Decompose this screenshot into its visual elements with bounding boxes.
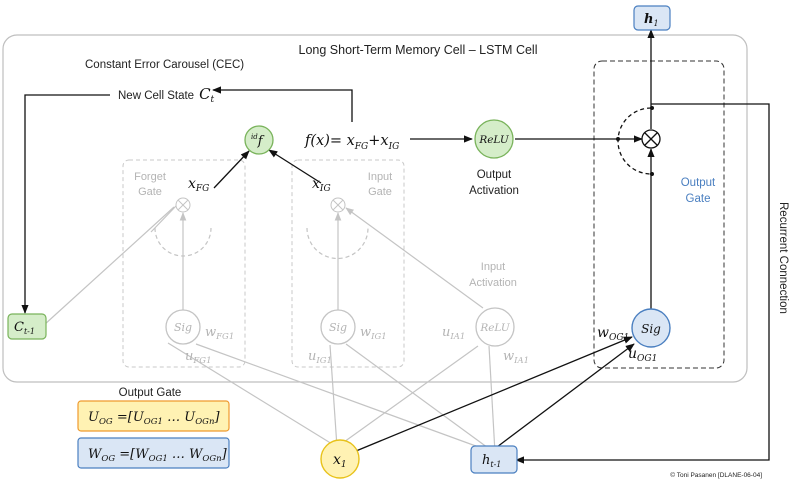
- output-gate-label-2: Gate: [686, 193, 711, 205]
- h-prev-text: ht-1: [482, 453, 501, 469]
- output-relu-node: [474, 119, 514, 159]
- u-og-formula: UOG =[UOG1 … UOGn]: [88, 410, 220, 427]
- output-activation-label-1: Output: [477, 169, 512, 181]
- diagram-title: Long Short-Term Memory Cell – LSTM Cell: [299, 43, 538, 57]
- prev-cell-state-box: [7, 313, 47, 340]
- u-og-legend-box: [77, 400, 230, 432]
- input-multiply-icon: [330, 197, 346, 213]
- cec-label: Constant Error Carousel (CEC): [85, 59, 244, 71]
- w-ia1-label: wIA1: [503, 349, 529, 366]
- input-gate-box: [291, 159, 405, 368]
- w-fg1-label: wFG1: [205, 325, 234, 342]
- input-gate-label-1: Input: [368, 171, 392, 183]
- x1-text: x1: [333, 452, 347, 470]
- w-og1-label: wOG1: [597, 325, 629, 343]
- output-gate-label-1: Output: [681, 177, 716, 189]
- prev-cell-state-text: Ct-1: [14, 320, 35, 336]
- legend-title: Output Gate: [119, 387, 182, 399]
- w-og-formula: WOG =[WOG1 … WOGn]: [88, 447, 228, 464]
- forget-gate-label-2: Gate: [138, 186, 162, 198]
- identity-f-text: idf: [251, 133, 265, 149]
- h-prev-box: [470, 445, 518, 474]
- input-sig-text: Sig: [329, 321, 347, 334]
- recurrent-connection-label: Recurrent Connection: [777, 202, 789, 314]
- output-gate-box: [593, 60, 725, 369]
- input-activation-label-2: Activation: [469, 277, 517, 289]
- input-gate-label-2: Gate: [368, 186, 392, 198]
- h1-box: [633, 5, 671, 31]
- output-sig-text: Sig: [641, 322, 661, 336]
- forget-sig-text: Sig: [174, 321, 192, 334]
- copyright: © Toni Pasanen [DLANE-06-04]: [670, 471, 762, 479]
- u-ig1-label: uIG1: [308, 349, 332, 366]
- input-sig-node: [320, 309, 356, 345]
- w-og-legend-box: [77, 437, 230, 469]
- input-relu-node: [475, 307, 515, 347]
- x-fg-label: xFG: [188, 176, 209, 194]
- output-multiply-icon: [641, 129, 661, 149]
- x1-node: [320, 439, 360, 479]
- u-og1-label: uOG1: [628, 346, 657, 364]
- forget-gate-label-1: Forget: [134, 171, 166, 183]
- h1-text: h1: [644, 12, 659, 28]
- output-activation-label-2: Activation: [469, 185, 519, 197]
- input-activation-label-1: Input: [481, 261, 505, 273]
- forget-sig-node: [165, 309, 201, 345]
- u-fg1-label: uFG1: [185, 349, 211, 366]
- sum-formula: f(x)= xFG+xIG: [304, 133, 399, 152]
- forget-multiply-icon: [175, 197, 191, 213]
- input-relu-text: ReLU: [479, 322, 511, 334]
- u-ia1-label: uIA1: [442, 325, 465, 342]
- lstm-cell-box: [2, 34, 748, 383]
- x-ig-label: xIG: [312, 176, 331, 194]
- identity-node: [244, 125, 274, 155]
- w-ig1-label: wIG1: [360, 325, 387, 342]
- output-sig-node: [631, 308, 671, 348]
- forget-gate-box: [122, 159, 246, 368]
- relu-output-text: ReLU: [478, 134, 510, 146]
